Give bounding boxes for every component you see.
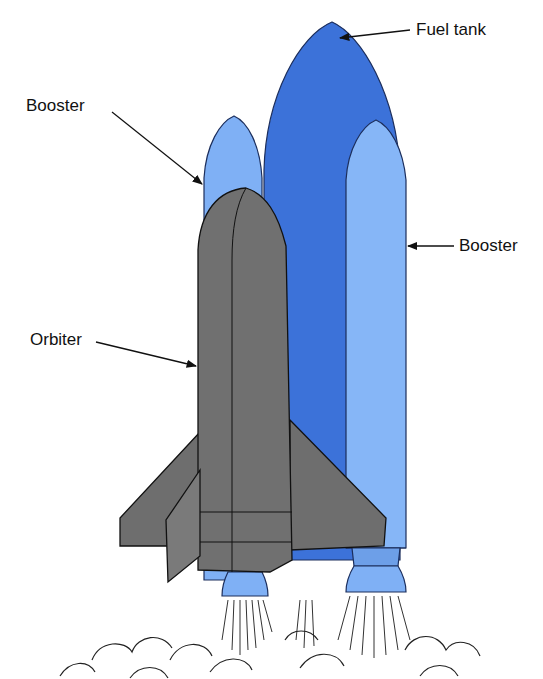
part-label: Fuel tank	[416, 20, 486, 40]
part-label: Booster	[459, 236, 518, 256]
part-label: Orbiter	[30, 330, 82, 350]
part-label: Booster	[26, 96, 85, 116]
